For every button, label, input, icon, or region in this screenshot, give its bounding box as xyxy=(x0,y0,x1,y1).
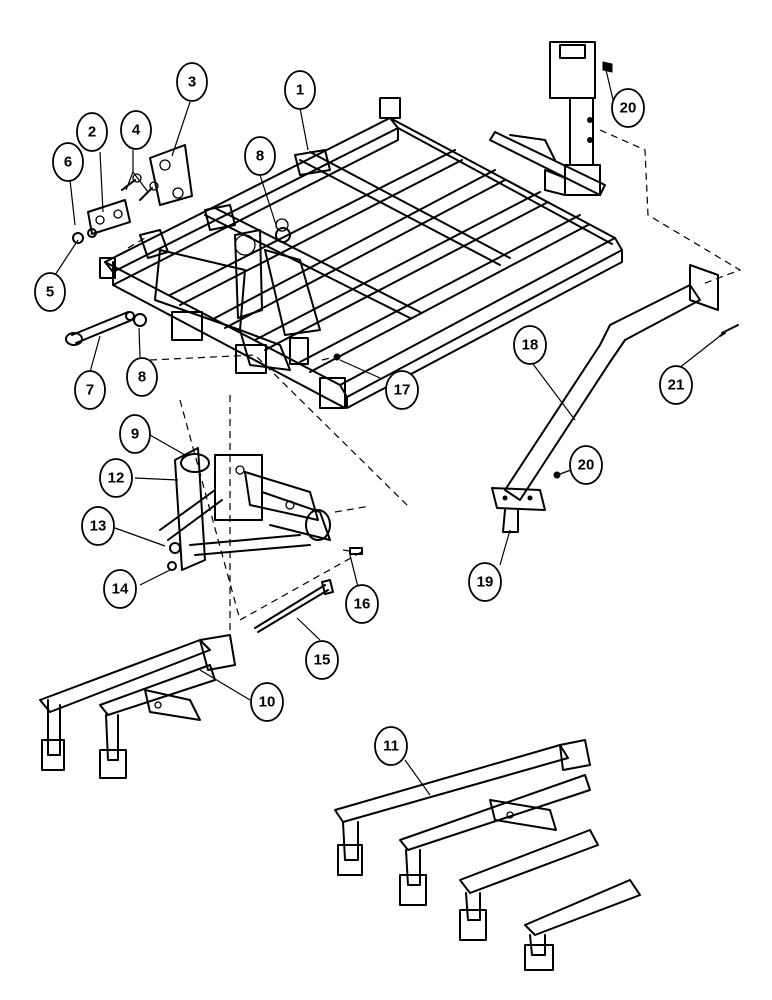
callout-8b-label: 8 xyxy=(138,369,146,386)
bushing-8b xyxy=(133,313,147,327)
callout-17: 17 xyxy=(385,370,419,410)
callout-2-label: 2 xyxy=(88,124,96,141)
callout-10: 10 xyxy=(250,682,284,722)
callout-18: 18 xyxy=(513,325,547,365)
callout-3-label: 3 xyxy=(188,74,196,91)
callout-15-label: 15 xyxy=(314,652,331,669)
callout-8a-label: 8 xyxy=(256,148,264,165)
callout-10-label: 10 xyxy=(259,694,276,711)
callout-7-label: 7 xyxy=(86,382,94,399)
shank-frame-10 xyxy=(39,634,236,779)
callout-1: 1 xyxy=(284,70,316,110)
u-bolt-19 xyxy=(502,509,519,533)
nut-17 xyxy=(333,353,341,361)
callout-14-label: 14 xyxy=(112,581,129,598)
mast-bracket xyxy=(544,41,613,196)
callout-6: 6 xyxy=(52,142,84,182)
bushing-8a xyxy=(275,227,291,243)
callout-19-label: 19 xyxy=(477,574,494,591)
callout-15: 15 xyxy=(305,640,339,680)
callout-4-label: 4 xyxy=(132,122,141,139)
callout-16-label: 16 xyxy=(354,596,371,613)
callout-13: 13 xyxy=(81,506,115,546)
brace-18 xyxy=(491,264,719,511)
callout-21-label: 21 xyxy=(668,377,685,394)
washer-6 xyxy=(87,228,97,238)
nut-5 xyxy=(72,232,84,244)
callout-20a-label: 20 xyxy=(620,100,637,117)
callout-9-label: 9 xyxy=(131,426,139,443)
callout-5-label: 5 xyxy=(46,284,54,301)
clevis-plate xyxy=(87,199,131,235)
callout-11-label: 11 xyxy=(383,738,399,755)
nut-20b xyxy=(553,471,561,479)
callout-6-label: 6 xyxy=(64,154,72,171)
callout-20b-label: 20 xyxy=(578,457,595,474)
callout-12: 12 xyxy=(99,458,133,498)
callout-9: 9 xyxy=(119,414,151,454)
callout-8b: 8 xyxy=(126,357,158,397)
callout-17-label: 17 xyxy=(394,382,411,399)
callout-8a: 8 xyxy=(244,136,276,176)
callout-5: 5 xyxy=(34,272,66,312)
callout-20b: 20 xyxy=(569,445,603,485)
rockshaft-assembly xyxy=(159,447,363,571)
callout-2: 2 xyxy=(76,112,108,152)
callout-4: 4 xyxy=(120,110,152,150)
callout-7: 7 xyxy=(74,370,106,410)
link-rod xyxy=(65,311,135,346)
callout-19: 19 xyxy=(468,562,502,602)
callout-13-label: 13 xyxy=(90,518,107,535)
main-frame xyxy=(99,97,623,409)
callout-12-label: 12 xyxy=(108,470,125,487)
bolt-21 xyxy=(719,324,739,337)
link-plate xyxy=(149,144,193,206)
callout-1-label: 1 xyxy=(296,82,304,99)
callout-14: 14 xyxy=(103,569,137,609)
callout-18-label: 18 xyxy=(522,337,539,354)
callout-16: 16 xyxy=(345,584,379,624)
callout-11: 11 xyxy=(374,726,408,766)
shaft-rod xyxy=(254,579,334,633)
callout-3: 3 xyxy=(176,62,208,102)
callout-20a: 20 xyxy=(611,88,645,128)
callout-21: 21 xyxy=(659,365,693,405)
shank-frame-11 xyxy=(334,739,641,971)
